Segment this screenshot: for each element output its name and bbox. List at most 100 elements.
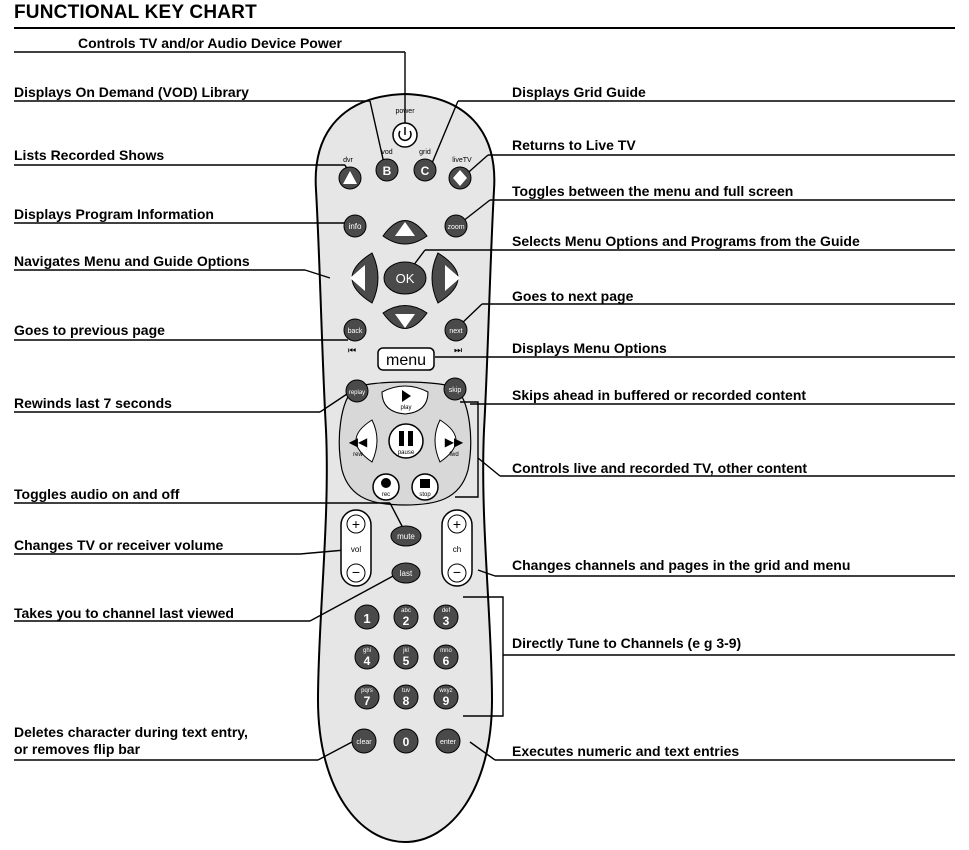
skip-back-icon: ⏮ <box>348 345 356 355</box>
key-7-digit: 7 <box>364 694 371 708</box>
key-5-letters: jkl <box>402 648 409 654</box>
diamond-icon <box>453 170 467 186</box>
zoom-button[interactable] <box>444 214 468 238</box>
volume-down-button[interactable] <box>346 563 366 583</box>
vod-button[interactable] <box>375 158 399 182</box>
key-2[interactable] <box>393 604 419 630</box>
power-icon <box>398 127 412 141</box>
ch-label: ch <box>453 545 461 554</box>
key-7[interactable] <box>354 684 380 710</box>
callout-menu: Displays Menu Options <box>512 340 667 356</box>
keypad: 1 abc 2 def 3 ghi 4 jkl 5 mno 6 pqrs 7 t… <box>354 604 459 710</box>
rewind-button[interactable] <box>355 419 378 463</box>
key-1[interactable] <box>354 604 380 630</box>
right-arrow-button[interactable] <box>431 252 459 304</box>
callout-clear-line2: or removes flip bar <box>14 741 141 757</box>
channel-down-button[interactable] <box>447 563 467 583</box>
callout-vol: Changes TV or receiver volume <box>14 537 224 553</box>
key-4[interactable] <box>354 644 380 670</box>
info-button[interactable] <box>343 214 367 238</box>
key-7-letters: pqrs <box>361 688 373 694</box>
callout-zoom: Toggles between the menu and full screen <box>512 183 794 199</box>
callout-back: Goes to previous page <box>14 322 165 338</box>
callout-ok: Selects Menu Options and Programs from t… <box>512 233 860 249</box>
key-5[interactable] <box>393 644 419 670</box>
left-arrow-button[interactable] <box>351 252 379 304</box>
key-3-digit: 3 <box>443 614 450 628</box>
triangle-icon <box>343 171 357 184</box>
callout-dvr: Lists Recorded Shows <box>14 147 165 163</box>
key-3[interactable] <box>433 604 459 630</box>
skip-forward-icon: ⏭ <box>454 345 462 355</box>
enter-label: enter <box>440 739 457 746</box>
key-0[interactable] <box>393 728 419 754</box>
fast-forward-button[interactable] <box>434 419 457 463</box>
key-6-letters: mno <box>440 648 452 654</box>
key-3-letters: def <box>442 608 451 614</box>
key-2-letters: abc <box>401 608 411 614</box>
key-0-digit: 0 <box>403 735 410 749</box>
key-9-letters: wxyz <box>438 688 452 694</box>
last-button[interactable] <box>391 562 421 584</box>
volume-up-button[interactable] <box>346 514 366 534</box>
enter-button[interactable] <box>435 728 461 754</box>
callout-digits: Directly Tune to Channels (e g 3-9) <box>512 635 742 651</box>
next-label: next <box>449 328 462 335</box>
callout-transport: Controls live and recorded TV, other con… <box>512 460 808 476</box>
skip-button[interactable] <box>443 377 467 401</box>
zoom-label: zoom <box>447 224 464 231</box>
ok-button[interactable] <box>383 261 427 295</box>
pause-button[interactable] <box>388 423 424 459</box>
key-9-digit: 9 <box>443 694 450 708</box>
callout-info: Displays Program Information <box>14 206 214 222</box>
clear-button[interactable] <box>351 728 377 754</box>
back-button[interactable] <box>343 318 367 342</box>
stop-label: stop <box>419 492 431 498</box>
menu-button[interactable] <box>377 347 435 371</box>
key-9[interactable] <box>433 684 459 710</box>
fast-forward-icon: ▶▶ <box>445 435 464 449</box>
left-arrow-icon <box>350 265 365 291</box>
grid-letter: C <box>421 164 430 178</box>
callout-next: Goes to next page <box>512 288 634 304</box>
grid-button[interactable] <box>413 158 437 182</box>
callout-enter: Executes numeric and text entries <box>512 743 740 759</box>
key-1-digit: 1 <box>363 611 370 626</box>
key-6[interactable] <box>433 644 459 670</box>
vol-label: vol <box>351 545 361 554</box>
callout-last: Takes you to channel last viewed <box>14 605 234 621</box>
fwd-label: fwd <box>449 452 458 458</box>
key-4-digit: 4 <box>364 654 371 668</box>
plus-icon: + <box>453 516 461 532</box>
minus-icon: − <box>453 564 461 580</box>
callout-vod: Displays On Demand (VOD) Library <box>14 84 249 100</box>
mute-label: mute <box>397 532 415 541</box>
page-title: FUNCTIONAL KEY CHART <box>14 2 257 23</box>
channel-up-button[interactable] <box>447 514 467 534</box>
key-5-digit: 5 <box>403 654 410 668</box>
vod-label: vod <box>381 149 392 156</box>
up-arrow-icon <box>395 222 415 236</box>
clear-label: clear <box>356 739 372 746</box>
callout-replay: Rewinds last 7 seconds <box>14 395 172 411</box>
stop-icon <box>420 479 430 488</box>
rew-label: rew <box>353 452 363 458</box>
dvr-label: dvr <box>343 157 353 164</box>
mute-button[interactable] <box>390 525 422 547</box>
next-button[interactable] <box>444 318 468 342</box>
title-rule <box>14 27 955 29</box>
play-icon <box>402 390 411 402</box>
back-label: back <box>348 328 363 335</box>
replay-button[interactable] <box>345 379 369 403</box>
power-label: power <box>395 108 415 115</box>
key-6-digit: 6 <box>443 654 450 668</box>
leader-lines <box>14 51 955 761</box>
callout-ch: Changes channels and pages in the grid a… <box>512 557 851 573</box>
callout-livetv: Returns to Live TV <box>512 137 636 153</box>
key-8[interactable] <box>393 684 419 710</box>
last-label: last <box>400 569 413 578</box>
replay-label: replay <box>349 390 365 396</box>
callout-mute: Toggles audio on and off <box>14 486 180 502</box>
callout-clear-line1: Deletes character during text entry, <box>14 724 248 740</box>
